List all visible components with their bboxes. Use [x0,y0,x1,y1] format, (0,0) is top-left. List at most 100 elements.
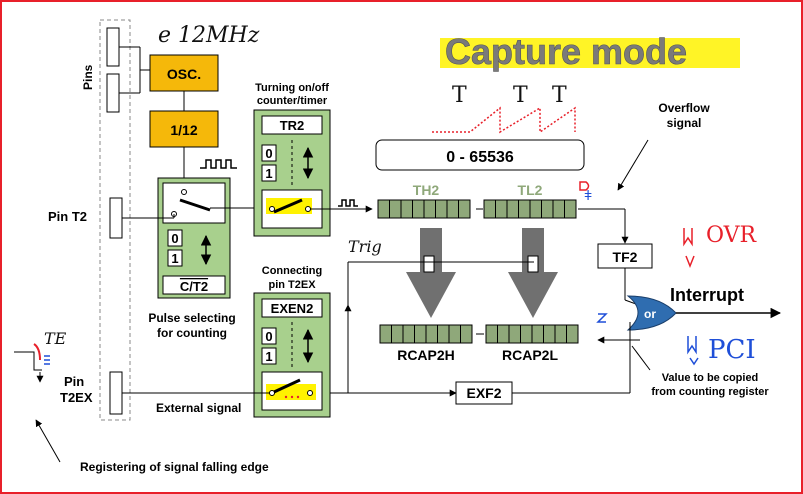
bit-box-1 [167,249,183,267]
handwritten-blue-z [596,313,608,323]
tl2-cell-5 [541,199,554,219]
counter-range-box [375,139,585,171]
falling-edge-red [33,343,41,361]
handwritten-t-3: T [552,83,567,108]
exf2-label: EXF2 [466,385,501,401]
pin-osc-1 [106,27,120,67]
title: Capture mode [445,31,687,72]
handwritten-freq: e 12MHz [158,23,260,48]
handwritten-t-2: T [513,83,528,108]
th2-cell-3 [412,199,425,219]
overflow-caption-1: Overflow [658,101,710,115]
pulse-train-icon [200,159,237,169]
handwritten-t-1: T [452,83,467,108]
rcap2l-cell-2 [508,324,521,344]
div12-label: 1/12 [170,122,197,138]
exen2-bit-box-1 [261,347,277,365]
exen2-bit-box-0 [261,327,277,345]
rcap2l-cell-1 [497,324,510,344]
pin-t2-label: Pin T2 [48,209,87,224]
rcap2l-cell-0 [485,324,498,344]
rcap2h-label: RCAP2H [397,347,455,363]
pins-column [99,19,131,421]
falling-edge-pointer [35,419,61,463]
copy-caption-1: Value to be copied [662,372,759,384]
overflow-caption-2: signal [667,116,702,130]
tr2-bit-one: 1 [265,166,272,181]
tf2-box [597,243,653,269]
th2-cell-5 [435,199,448,219]
tf2-to-or-wire-2 [624,299,637,305]
falling-edge-blue [44,355,50,365]
tl2-label: TL2 [518,182,543,198]
rcap2h-cell-3 [414,324,427,344]
pulse-caption-2: for counting [157,326,227,340]
tf2-label: TF2 [613,249,638,265]
falling-edge-signal [14,351,42,371]
ct2-bit-zero: 0 [171,231,178,246]
handwritten-blue-arrow [687,336,699,366]
bit-box-0 [167,229,183,247]
copy-caption-2: from counting register [651,386,769,398]
rcap2h-cell-5 [437,324,450,344]
rcap2l-cell-6 [554,324,567,344]
div12-block [149,110,219,148]
th2-cell-7 [458,199,471,219]
handwritten-ovr: OVR [706,223,758,248]
exen2-dot-2 [290,395,294,399]
switch-node-top [181,189,187,195]
tl2-cell-2 [506,199,519,219]
exen2-label-box [261,298,323,318]
exen2-label: EXEN2 [271,301,314,316]
tl2-register [483,199,577,219]
rcap2l-label: RCAP2L [502,347,558,363]
th2-register [377,199,471,219]
handwritten-te: TE [44,329,67,348]
rcap2h-cell-1 [391,324,404,344]
handwritten-red-d [579,181,590,191]
rcap2h-cell-2 [402,324,415,344]
exen2-bit-zero: 0 [265,329,272,344]
exen2-caption-2: pin T2EX [268,279,316,291]
exen2-dot-1 [284,395,288,399]
tr2-caption-2: counter/timer [257,95,328,107]
exen2-node-right [307,390,313,396]
interrupt-label: Interrupt [670,285,744,305]
pin-t2 [109,197,123,239]
handwritten-tl2-mark: ǂ [584,187,592,203]
pin-t2ex-label-2: T2EX [60,390,93,405]
tr2-label-box [261,115,323,135]
pin-osc-2 [106,73,120,113]
ct2-label: C/T2 [180,279,208,294]
th2-cell-4 [423,199,436,219]
external-signal-label: External signal [156,401,241,415]
rcap2l-cell-7 [566,324,579,344]
th2-cell-0 [377,199,390,219]
rcap2l-cell-4 [531,324,544,344]
pin-t2ex [109,371,123,415]
overflow-arrow [617,139,649,191]
tl2-cell-7 [564,199,577,219]
rcap2h-cell-6 [448,324,461,344]
tr2-bit-box-1 [261,164,277,182]
tr2-caption-1: Turning on/off [255,82,329,94]
th2-cell-1 [389,199,402,219]
ct2-label-box [162,275,226,295]
exen2-bit-one: 1 [265,349,272,364]
tl2-cell-0 [483,199,496,219]
tl2-cell-6 [552,199,565,219]
counter-range: 0 - 65536 [446,149,514,166]
exen2-dot-3 [296,395,300,399]
capture-arrow-th2 [406,228,456,318]
tr2-node-right [305,206,311,212]
rcap2h-cell-7 [460,324,473,344]
or-gate [626,295,677,331]
exen2-switch-highlight [266,384,316,400]
rcap2h-cell-4 [425,324,438,344]
rcap2l-register [485,324,579,344]
sawtooth-annotation [432,106,576,134]
copy-pointer [631,345,651,371]
